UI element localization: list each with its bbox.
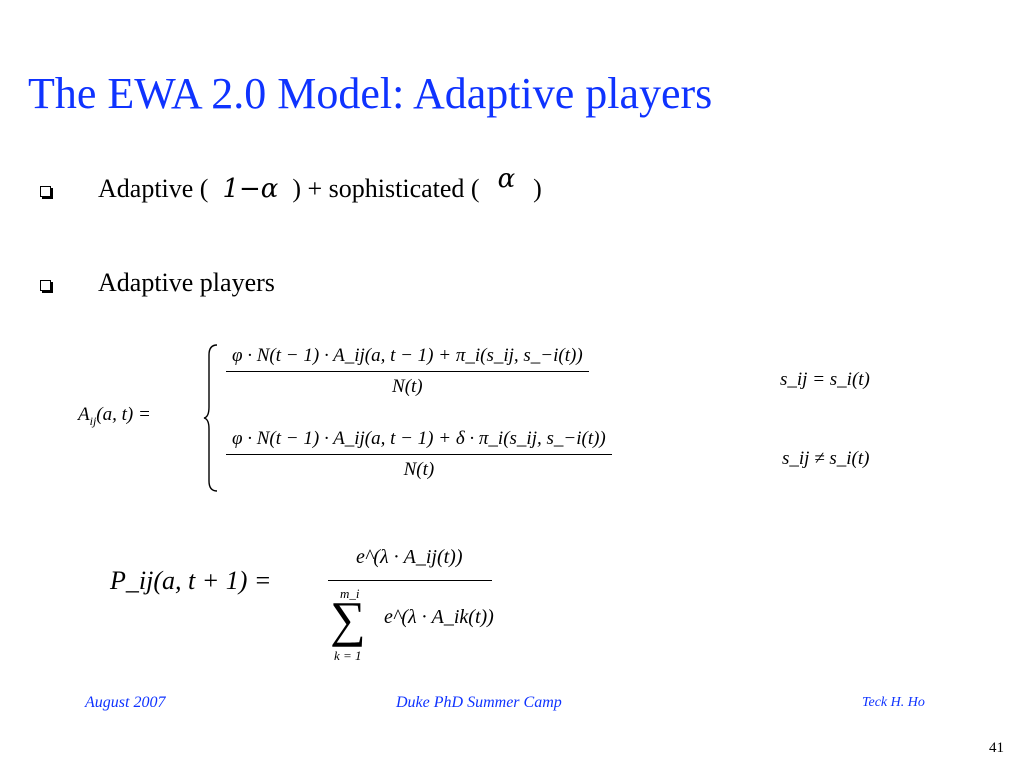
page-number: 41: [989, 740, 1004, 756]
case1-numerator: φ · N(t − 1) · A_ij(a, t − 1) + π_i(s_ij…: [226, 345, 589, 372]
prob-denominator: e^(λ · A_ik(t)): [384, 606, 494, 628]
bullet-text: Adaptive players: [98, 268, 275, 297]
slide-title: The EWA 2.0 Model: Adaptive players: [28, 69, 713, 118]
case1-denominator: N(t): [392, 376, 423, 397]
case2-condition: s_ij ≠ s_i(t): [782, 448, 870, 469]
case1-fraction: φ · N(t − 1) · A_ij(a, t − 1) + π_i(s_ij…: [226, 345, 589, 398]
prob-lhs: P_ij(a, t + 1) =: [110, 566, 272, 595]
checkbox-bullet-icon: [40, 186, 51, 197]
equation-lhs: Aij(a, t) =: [78, 404, 151, 428]
sum-icon: ∑: [330, 591, 366, 647]
footer-author: Teck H. Ho: [862, 695, 925, 710]
case2-numerator: φ · N(t − 1) · A_ij(a, t − 1) + δ · π_i(…: [226, 428, 612, 455]
bullet-text: Adaptive (1−α) + sophisticated (α): [98, 164, 542, 204]
left-brace-icon: [203, 344, 218, 492]
checkbox-bullet-icon: [40, 280, 51, 291]
math-one-minus-alpha: 1−α: [222, 174, 279, 204]
footer-date: August 2007: [85, 694, 166, 711]
sum-upper-limit: m_i: [340, 586, 360, 601]
prob-numerator: e^(λ · A_ij(t)): [356, 546, 463, 568]
prob-fraction-bar: [328, 580, 492, 581]
footer-event: Duke PhD Summer Camp: [396, 694, 562, 711]
math-alpha: α: [497, 164, 516, 194]
case2-fraction: φ · N(t − 1) · A_ij(a, t − 1) + δ · π_i(…: [226, 428, 612, 481]
case1-condition: s_ij = s_i(t): [780, 369, 870, 390]
sum-lower-limit: k = 1: [334, 648, 362, 663]
case2-denominator: N(t): [403, 459, 435, 480]
